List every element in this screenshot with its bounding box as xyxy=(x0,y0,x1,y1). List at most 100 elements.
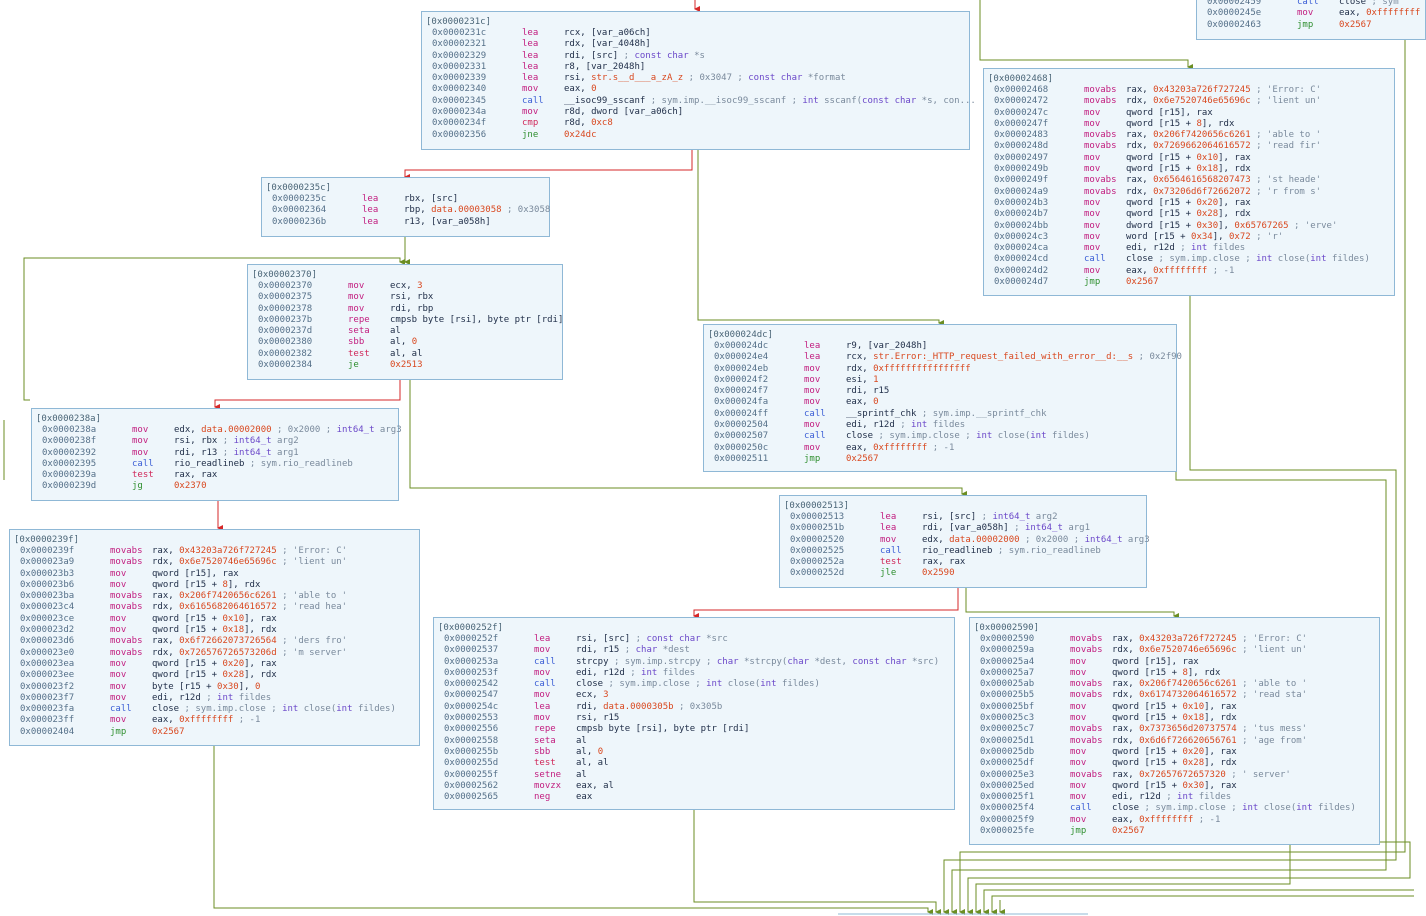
instruction-line[interactable]: 0x00002562movzxeax, al xyxy=(438,781,950,792)
instruction-line[interactable]: 0x00002392movrdi, r13 ; int64_t arg1 xyxy=(36,448,394,459)
basic-block-2590[interactable]: [0x00002590]0x00002590movabsrax, 0x43203… xyxy=(969,617,1380,845)
instruction-line[interactable]: 0x00002463jmp0x2567 xyxy=(1201,20,1421,31)
instruction-line[interactable]: 0x0000247fmovqword [r15 + 8], rdx xyxy=(988,119,1390,130)
instruction-line[interactable]: 0x000023facallclose ; sym.imp.close ; in… xyxy=(14,704,415,715)
instruction-line[interactable]: 0x000025a4movqword [r15], rax xyxy=(974,657,1375,668)
instruction-line[interactable]: 0x000024b7movqword [r15 + 0x28], rdx xyxy=(988,209,1390,220)
instruction-line[interactable]: 0x000025edmovqword [r15 + 0x30], rax xyxy=(974,781,1375,792)
instruction-line[interactable]: 0x0000255dtestal, al xyxy=(438,758,950,769)
instruction-line[interactable]: 0x000025bfmovqword [r15 + 0x10], rax xyxy=(974,702,1375,713)
instruction-line[interactable]: 0x000025a7movqword [r15 + 8], rdx xyxy=(974,668,1375,679)
basic-block-252f[interactable]: [0x0000252f]0x0000252flearsi, [src] ; co… xyxy=(433,617,955,810)
instruction-line[interactable]: 0x00002459callclose ; sym xyxy=(1201,0,1421,8)
instruction-line[interactable]: 0x000024ebmovrdx, 0xffffffffffffffff xyxy=(708,364,1172,375)
instruction-line[interactable]: 0x000024famoveax, 0 xyxy=(708,397,1172,408)
instruction-line[interactable]: 0x00002321leardx, [var_4048h] xyxy=(426,39,965,50)
instruction-line[interactable]: 0x000024f7movrdi, r15 xyxy=(708,386,1172,397)
instruction-line[interactable]: 0x00002542callclose ; sym.imp.close ; in… xyxy=(438,679,950,690)
instruction-line[interactable]: 0x000023a9movabsrdx, 0x6e7520746e65696c … xyxy=(14,557,415,568)
instruction-line[interactable]: 0x0000247cmovqword [r15], rax xyxy=(988,108,1390,119)
instruction-line[interactable]: 0x0000255bsbbal, 0 xyxy=(438,747,950,758)
instruction-line[interactable]: 0x000024e4learcx, str.Error:_HTTP_reques… xyxy=(708,352,1182,363)
instruction-line[interactable]: 0x00002520movedx, data.00002000 ; 0x2000… xyxy=(784,535,1150,546)
instruction-line[interactable]: 0x0000234fcmpr8d, 0xc8 xyxy=(426,118,965,129)
instruction-line[interactable]: 0x00002468movabsrax, 0x43203a726f727245 … xyxy=(988,85,1390,96)
instruction-line[interactable]: 0x00002483movabsrax, 0x206f7420656c6261 … xyxy=(988,130,1390,141)
instruction-line[interactable]: 0x00002504movedi, r12d ; int fildes xyxy=(708,420,1172,431)
instruction-line[interactable]: 0x00002375movrsi, rbx xyxy=(252,292,558,303)
instruction-line[interactable]: 0x000023f2movbyte [r15 + 0x30], 0 xyxy=(14,682,415,693)
instruction-line[interactable]: 0x000025dbmovqword [r15 + 0x20], rax xyxy=(974,747,1375,758)
instruction-line[interactable]: 0x00002395callrio_readlineb ; sym.rio_re… xyxy=(36,459,394,470)
instruction-line[interactable]: 0x0000238fmovrsi, rbx ; int64_t arg2 xyxy=(36,436,394,447)
instruction-line[interactable]: 0x0000237brepecmpsb byte [rsi], byte ptr… xyxy=(252,315,563,326)
instruction-line[interactable]: 0x00002537movrdi, r15 ; char *dest xyxy=(438,645,950,656)
instruction-line[interactable]: 0x000025dfmovqword [r15 + 0x28], rdx xyxy=(974,758,1375,769)
instruction-line[interactable]: 0x000025f9moveax, 0xffffffff ; -1 xyxy=(974,815,1375,826)
instruction-line[interactable]: 0x00002331lear8, [var_2048h] xyxy=(426,62,965,73)
instruction-line[interactable]: 0x000024f2movesi, 1 xyxy=(708,375,1172,386)
basic-block-238a[interactable]: [0x0000238a]0x0000238amovedx, data.00002… xyxy=(31,408,402,501)
instruction-line[interactable]: 0x00002339learsi, str.s__d___a_zA_z ; 0x… xyxy=(426,73,965,84)
instruction-line[interactable]: 0x0000248dmovabsrdx, 0x7269662064616572 … xyxy=(988,141,1390,152)
instruction-line[interactable]: 0x0000255fsetneal xyxy=(438,770,950,781)
instruction-line[interactable]: 0x00002356jne0x24dc xyxy=(426,130,965,141)
instruction-line[interactable]: 0x000025e3movabsrax, 0x72657672657320 ; … xyxy=(974,770,1375,781)
instruction-line[interactable]: 0x00002497movqword [r15 + 0x10], rax xyxy=(988,153,1390,164)
instruction-line[interactable]: 0x0000253acallstrcpy ; sym.imp.strcpy ; … xyxy=(438,657,950,668)
instruction-line[interactable]: 0x000025abmovabsrax, 0x206f7420656c6261 … xyxy=(974,679,1375,690)
instruction-line[interactable]: 0x000023cemovqword [r15 + 0x10], rax xyxy=(14,614,415,625)
instruction-line[interactable]: 0x00002378movrdi, rbp xyxy=(252,304,558,315)
instruction-line[interactable]: 0x000023f7movedi, r12d ; int fildes xyxy=(14,693,415,704)
instruction-line[interactable]: 0x000023d6movabsrax, 0x6f72662073726564 … xyxy=(14,636,415,647)
instruction-line[interactable]: 0x0000249bmovqword [r15 + 0x18], rdx xyxy=(988,164,1390,175)
instruction-line[interactable]: 0x0000252flearsi, [src] ; const char *sr… xyxy=(438,634,950,645)
instruction-line[interactable]: 0x00002370movecx, 3 xyxy=(252,281,558,292)
instruction-line[interactable]: 0x00002525callrio_readlineb ; sym.rio_re… xyxy=(784,546,1142,557)
instruction-line[interactable]: 0x0000259amovabsrdx, 0x6e7520746e65696c … xyxy=(974,645,1375,656)
instruction-line[interactable]: 0x0000238amovedx, data.00002000 ; 0x2000… xyxy=(36,425,402,436)
instruction-line[interactable]: 0x00002511jmp0x2567 xyxy=(708,454,1172,465)
basic-block-2370[interactable]: [0x00002370]0x00002370movecx, 30x0000237… xyxy=(247,264,563,380)
instruction-line[interactable]: 0x000024bbmovdword [r15 + 0x30], 0x65767… xyxy=(988,221,1390,232)
instruction-line[interactable]: 0x000025d1movabsrdx, 0x6d6f726620656761 … xyxy=(974,736,1375,747)
basic-block-2468[interactable]: [0x00002468]0x00002468movabsrax, 0x43203… xyxy=(983,68,1395,296)
instruction-line[interactable]: 0x000025f1movedi, r12d ; int fildes xyxy=(974,792,1375,803)
instruction-line[interactable]: 0x00002384je0x2513 xyxy=(252,360,558,371)
instruction-line[interactable]: 0x000024b3movqword [r15 + 0x20], rax xyxy=(988,198,1390,209)
instruction-line[interactable]: 0x00002329leardi, [src] ; const char *s xyxy=(426,51,965,62)
instruction-line[interactable]: 0x00002590movabsrax, 0x43203a726f727245 … xyxy=(974,634,1375,645)
instruction-line[interactable]: 0x00002472movabsrdx, 0x6e7520746e65696c … xyxy=(988,96,1390,107)
instruction-line[interactable]: 0x000024a9movabsrdx, 0x73206d6f72662072 … xyxy=(988,187,1390,198)
instruction-line[interactable]: 0x0000252atestrax, rax xyxy=(784,557,1142,568)
instruction-line[interactable]: 0x0000239fmovabsrax, 0x43203a726f727245 … xyxy=(14,546,415,557)
instruction-line[interactable]: 0x000024d2moveax, 0xffffffff ; -1 xyxy=(988,266,1390,277)
instruction-line[interactable]: 0x0000251bleardi, [var_a058h] ; int64_t … xyxy=(784,523,1142,534)
instruction-line[interactable]: 0x0000245emoveax, 0xffffffff xyxy=(1201,8,1421,19)
instruction-line[interactable]: 0x0000252djle0x2590 xyxy=(784,568,1142,579)
instruction-line[interactable]: 0x000025fejmp0x2567 xyxy=(974,826,1375,837)
instruction-line[interactable]: 0x0000234amovr8d, dword [var_a06ch] xyxy=(426,107,965,118)
instruction-line[interactable]: 0x0000250cmoveax, 0xffffffff ; -1 xyxy=(708,443,1172,454)
instruction-line[interactable]: 0x0000239atestrax, rax xyxy=(36,470,394,481)
instruction-line[interactable]: 0x000025b5movabsrdx, 0x6174732064616572 … xyxy=(974,690,1375,701)
instruction-line[interactable]: 0x00002513learsi, [src] ; int64_t arg2 xyxy=(784,512,1142,523)
instruction-line[interactable]: 0x000023eamovqword [r15 + 0x20], rax xyxy=(14,659,415,670)
instruction-line[interactable]: 0x00002380sbbal, 0 xyxy=(252,337,558,348)
instruction-line[interactable]: 0x000024camovedi, r12d ; int fildes xyxy=(988,243,1390,254)
instruction-line[interactable]: 0x0000254cleardi, data.0000305b ; 0x305b xyxy=(438,702,950,713)
basic-block-239f[interactable]: [0x0000239f]0x0000239fmovabsrax, 0x43203… xyxy=(9,529,420,746)
instruction-line[interactable]: 0x00002556repecmpsb byte [rsi], byte ptr… xyxy=(438,724,950,735)
instruction-line[interactable]: 0x00002553movrsi, r15 xyxy=(438,713,950,724)
instruction-line[interactable]: 0x000024ffcall__sprintf_chk ; sym.imp.__… xyxy=(708,409,1172,420)
instruction-line[interactable]: 0x000023b6movqword [r15 + 8], rdx xyxy=(14,580,415,591)
instruction-line[interactable]: 0x0000231clearcx, [var_a06ch] xyxy=(426,28,965,39)
instruction-line[interactable]: 0x000023e0movabsrdx, 0x726576726573206d … xyxy=(14,648,415,659)
instruction-line[interactable]: 0x00002345call__isoc99_sscanf ; sym.imp.… xyxy=(426,96,976,107)
instruction-line[interactable]: 0x000023ffmoveax, 0xffffffff ; -1 xyxy=(14,715,415,726)
basic-block-2513[interactable]: [0x00002513]0x00002513learsi, [src] ; in… xyxy=(779,495,1150,588)
instruction-line[interactable]: 0x00002340moveax, 0 xyxy=(426,84,965,95)
instruction-line[interactable]: 0x0000249fmovabsrax, 0x6564616568207473 … xyxy=(988,175,1390,186)
instruction-line[interactable]: 0x0000235clearbx, [src] xyxy=(266,194,545,205)
instruction-line[interactable]: 0x0000253fmovedi, r12d ; int fildes xyxy=(438,668,950,679)
